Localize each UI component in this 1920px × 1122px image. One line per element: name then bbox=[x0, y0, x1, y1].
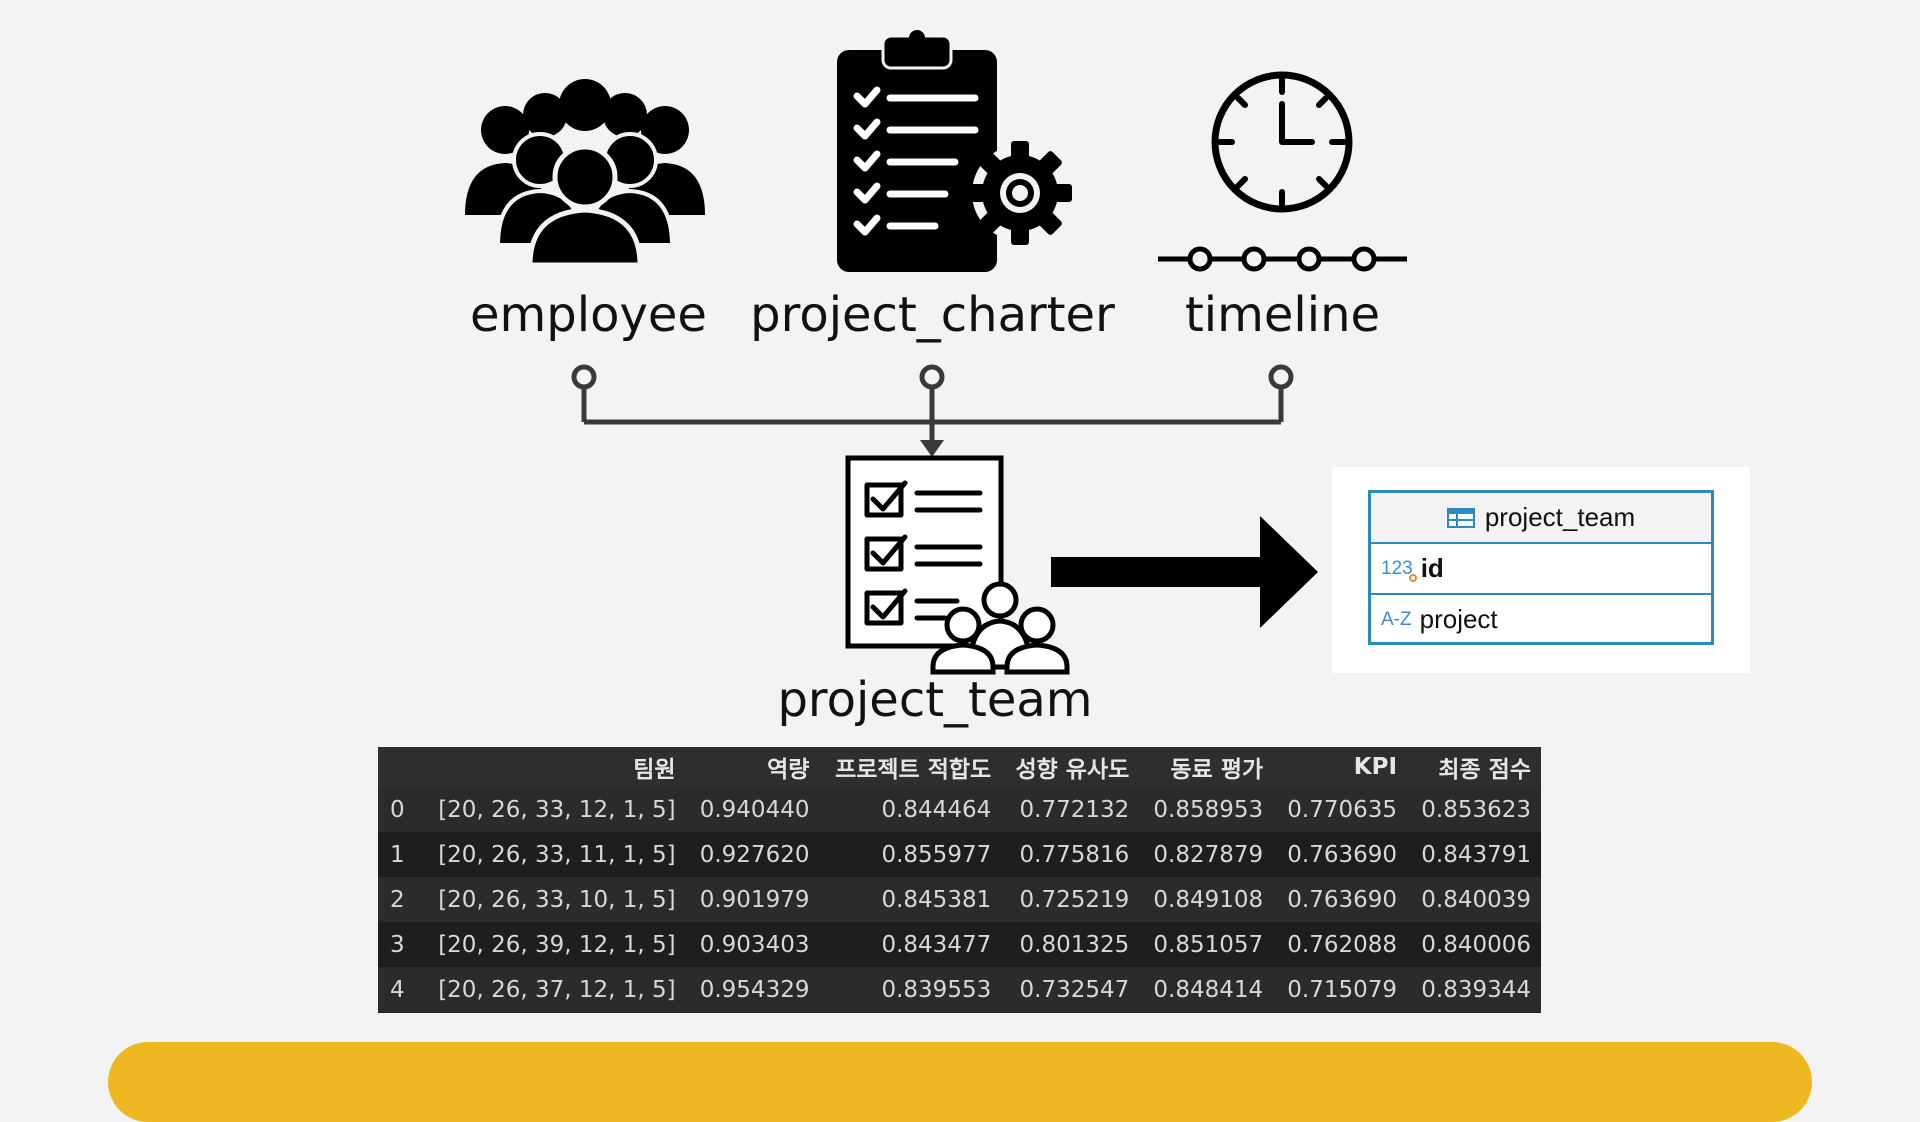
checklist-team-icon bbox=[845, 455, 1070, 675]
table-cell: 0.853623 bbox=[1407, 787, 1541, 832]
table-cell: 0.762088 bbox=[1273, 922, 1408, 967]
table-cell: 0.840006 bbox=[1407, 922, 1541, 967]
table-cell: [20, 26, 39, 12, 1, 5] bbox=[420, 922, 686, 967]
row-index: 2 bbox=[378, 877, 420, 922]
table-cell: 0.772132 bbox=[1001, 787, 1140, 832]
table-row: 1 [20, 26, 33, 11, 1, 5] 0.927620 0.8559… bbox=[378, 832, 1541, 877]
table-grid-icon bbox=[1446, 507, 1475, 528]
table-cell: [20, 26, 33, 11, 1, 5] bbox=[420, 832, 686, 877]
row-index: 4 bbox=[378, 967, 420, 1012]
connector-lines bbox=[571, 364, 1294, 457]
erd-column-name: id bbox=[1420, 553, 1444, 583]
table-cell: 0.770635 bbox=[1273, 787, 1408, 832]
footer-banner bbox=[108, 1042, 1812, 1122]
table-cell: 0.763690 bbox=[1273, 832, 1408, 877]
table-cell: 0.763690 bbox=[1273, 877, 1408, 922]
clock-timeline-icon bbox=[1158, 71, 1407, 272]
table-row: 3 [20, 26, 39, 12, 1, 5] 0.903403 0.8434… bbox=[378, 922, 1541, 967]
column-header: 최종 점수 bbox=[1407, 747, 1541, 787]
right-arrow-icon bbox=[1051, 516, 1318, 628]
table-cell: 0.858953 bbox=[1139, 787, 1274, 832]
erd-table-card: project_team 123 id A-Z project bbox=[1332, 467, 1750, 673]
table-header-row: 팀원 역량 프로젝트 적합도 성향 유사도 동료 평가 KPI 최종 점수 bbox=[378, 747, 1541, 787]
table-cell: 0.725219 bbox=[1001, 877, 1140, 922]
table-cell: 0.775816 bbox=[1001, 832, 1140, 877]
table-cell: 0.839553 bbox=[819, 967, 1002, 1012]
table-row: 2 [20, 26, 33, 10, 1, 5] 0.901979 0.8453… bbox=[378, 877, 1541, 922]
table-cell: 0.839344 bbox=[1407, 967, 1541, 1012]
table-cell: [20, 26, 33, 10, 1, 5] bbox=[420, 877, 686, 922]
table-cell: 0.715079 bbox=[1273, 967, 1408, 1012]
table-cell: 0.851057 bbox=[1139, 922, 1274, 967]
erd-table-box[interactable]: project_team 123 id A-Z project bbox=[1368, 490, 1714, 645]
clipboard-checklist-gear-icon bbox=[837, 30, 1072, 272]
text-type-icon: A-Z bbox=[1381, 608, 1412, 630]
table-cell: 0.732547 bbox=[1001, 967, 1140, 1012]
erd-table-name: project_team bbox=[1484, 502, 1636, 532]
column-header: 팀원 bbox=[420, 747, 686, 787]
table-cell: 0.801325 bbox=[1001, 922, 1140, 967]
project-charter-label: project_charter bbox=[750, 287, 1115, 343]
column-header: 프로젝트 적합도 bbox=[819, 747, 1002, 787]
dataframe-table: 팀원 역량 프로젝트 적합도 성향 유사도 동료 평가 KPI 최종 점수 0 … bbox=[378, 747, 1541, 1013]
table-cell: 0.855977 bbox=[819, 832, 1002, 877]
column-header: KPI bbox=[1273, 747, 1408, 787]
table-cell: 0.849108 bbox=[1139, 877, 1274, 922]
numeric-type-icon: 123 bbox=[1381, 558, 1417, 582]
table-cell: 0.845381 bbox=[819, 877, 1002, 922]
table-cell: 0.843477 bbox=[819, 922, 1002, 967]
table-cell: 0.848414 bbox=[1139, 967, 1274, 1012]
table-cell: 0.843791 bbox=[1407, 832, 1541, 877]
column-header: 동료 평가 bbox=[1139, 747, 1274, 787]
table-cell: 0.954329 bbox=[685, 967, 820, 1012]
column-header bbox=[378, 747, 420, 787]
project-team-label: project_team bbox=[777, 672, 1093, 728]
table-cell: 0.903403 bbox=[685, 922, 820, 967]
table-cell: 0.844464 bbox=[819, 787, 1002, 832]
row-index: 3 bbox=[378, 922, 420, 967]
table-cell: [20, 26, 33, 12, 1, 5] bbox=[420, 787, 686, 832]
column-header: 역량 bbox=[685, 747, 820, 787]
table-cell: 0.827879 bbox=[1139, 832, 1274, 877]
table-cell: 0.927620 bbox=[685, 832, 820, 877]
people-group-icon bbox=[465, 79, 705, 268]
column-header: 성향 유사도 bbox=[1001, 747, 1140, 787]
table-cell: 0.901979 bbox=[685, 877, 820, 922]
table-row: 0 [20, 26, 33, 12, 1, 5] 0.940440 0.8444… bbox=[378, 787, 1541, 832]
erd-column-project[interactable]: A-Z project bbox=[1371, 593, 1711, 644]
row-index: 1 bbox=[378, 832, 420, 877]
timeline-label: timeline bbox=[1184, 287, 1381, 343]
erd-column-name: project bbox=[1419, 604, 1498, 634]
row-index: 0 bbox=[378, 787, 420, 832]
table-row: 4 [20, 26, 37, 12, 1, 5] 0.954329 0.8395… bbox=[378, 967, 1541, 1012]
employee-label: employee bbox=[470, 287, 707, 343]
table-cell: 0.840039 bbox=[1407, 877, 1541, 922]
erd-table-header: project_team bbox=[1371, 493, 1711, 544]
table-cell: 0.940440 bbox=[685, 787, 820, 832]
erd-column-id[interactable]: 123 id bbox=[1371, 544, 1711, 593]
table-cell: [20, 26, 37, 12, 1, 5] bbox=[420, 967, 686, 1012]
